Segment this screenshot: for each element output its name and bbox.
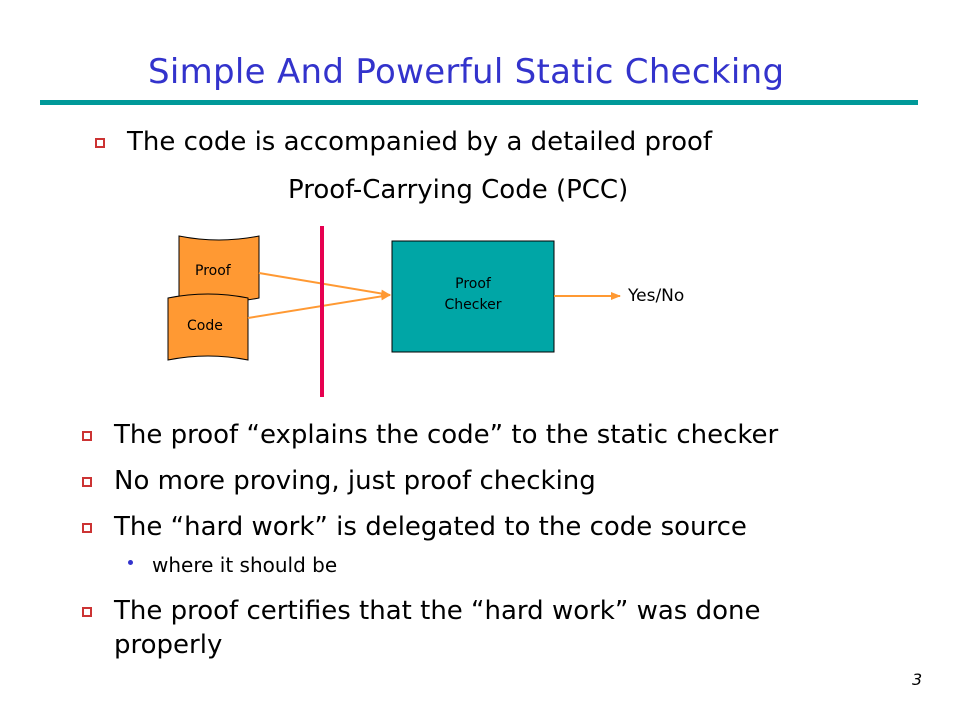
yes-no-label: Yes/No — [628, 286, 685, 306]
proof-arrow — [258, 272, 391, 298]
code-document-shape — [167, 293, 249, 361]
bullet-text-block: The proof certifies that the “hard work”… — [114, 594, 760, 662]
code-arrow — [247, 292, 391, 319]
slide-title: Simple And Powerful Static Checking — [148, 52, 785, 92]
code-label: Code — [187, 318, 223, 334]
sub-bullet-text: where it should be — [152, 553, 338, 577]
title-underline — [40, 100, 918, 105]
square-bullet-icon — [95, 138, 105, 148]
bullet-certifies: The proof certifies that the “hard work”… — [82, 594, 760, 662]
diagram-caption: Proof-Carrying Code (PCC) — [288, 175, 629, 205]
bullet-accompanied: The code is accompanied by a detailed pr… — [95, 125, 712, 159]
bullet-hard-work: The “hard work” is delegated to the code… — [82, 510, 747, 544]
page-number: 3 — [912, 670, 923, 689]
bullet-explains: The proof “explains the code” to the sta… — [82, 418, 778, 452]
square-bullet-icon — [82, 477, 92, 487]
square-bullet-icon — [82, 607, 92, 617]
checker-label-line1: Proof — [455, 276, 491, 292]
bullet-text: The “hard work” is delegated to the code… — [114, 512, 747, 542]
proof-checker-box — [391, 240, 555, 353]
bullet-text-line2: properly — [114, 630, 223, 660]
bullet-text: The proof “explains the code” to the sta… — [114, 420, 779, 450]
bullet-text-line1: The proof certifies that the “hard work”… — [114, 596, 761, 626]
sub-bullet-dot-icon — [128, 560, 133, 565]
square-bullet-icon — [82, 523, 92, 533]
checker-label-line2: Checker — [444, 297, 502, 313]
bullet-text: The code is accompanied by a detailed pr… — [127, 127, 713, 157]
square-bullet-icon — [82, 431, 92, 441]
bullet-text: No more proving, just proof checking — [114, 466, 596, 496]
bullet-no-more-proving: No more proving, just proof checking — [82, 464, 596, 498]
proof-label: Proof — [195, 263, 231, 279]
